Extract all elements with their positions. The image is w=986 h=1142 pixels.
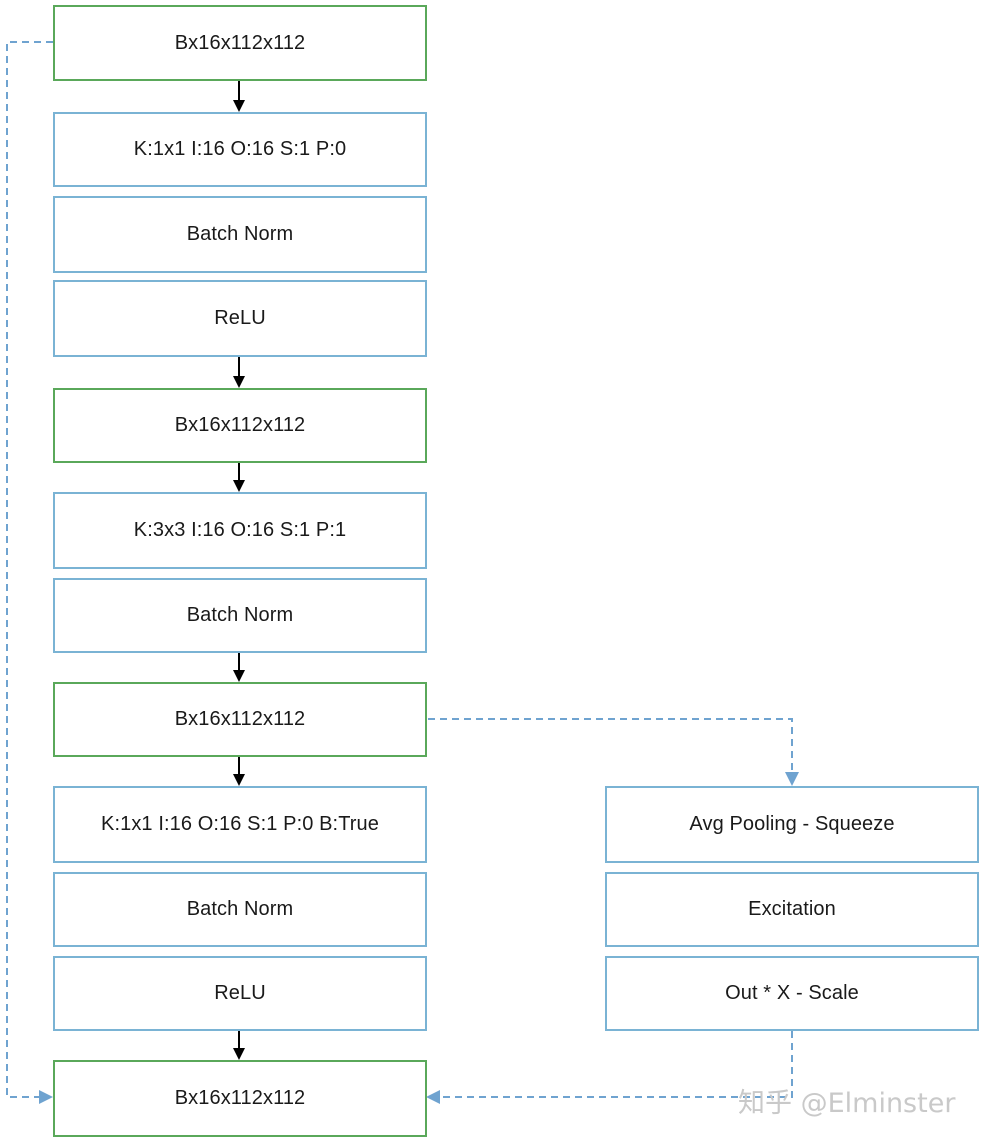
batch-norm-block-b: Batch Norm xyxy=(53,578,427,653)
batch-norm-block-c: Batch Norm xyxy=(53,872,427,947)
relu-block-a: ReLU xyxy=(53,280,427,357)
conv-block-label: K:1x1 I:16 O:16 S:1 P:0 B:True xyxy=(101,813,379,835)
residual-skip-connection xyxy=(6,41,53,1104)
se-excitation-label: Excitation xyxy=(748,898,836,920)
tensor-block-output: Bx16x112x112 xyxy=(53,1060,427,1137)
conv-block-label: K:3x3 I:16 O:16 S:1 P:1 xyxy=(133,519,347,541)
se-excitation-block: Excitation xyxy=(605,872,979,947)
relu-block-b: ReLU xyxy=(53,956,427,1031)
conv-block-3x3: K:3x3 I:16 O:16 S:1 P:1 xyxy=(53,492,427,569)
tensor-block-label: Bx16x112x112 xyxy=(174,1087,306,1109)
batch-norm-label: Batch Norm xyxy=(186,898,294,920)
conv-block-1x1-a: K:1x1 I:16 O:16 S:1 P:0 xyxy=(53,112,427,187)
batch-norm-label: Batch Norm xyxy=(186,604,294,626)
relu-label: ReLU xyxy=(214,982,266,1004)
se-branch-output-connection xyxy=(426,1031,793,1104)
se-squeeze-block: Avg Pooling - Squeeze xyxy=(605,786,979,863)
tensor-block-label: Bx16x112x112 xyxy=(174,31,306,54)
tensor-block-mid-a: Bx16x112x112 xyxy=(53,388,427,463)
conv-block-1x1-b: K:1x1 I:16 O:16 S:1 P:0 B:True xyxy=(53,786,427,863)
se-scale-label: Out * X - Scale xyxy=(725,982,859,1004)
se-squeeze-label: Avg Pooling - Squeeze xyxy=(689,813,895,835)
se-scale-block: Out * X - Scale xyxy=(605,956,979,1031)
batch-norm-block-a: Batch Norm xyxy=(53,196,427,273)
watermark-text: 知乎 @Elminster xyxy=(738,1088,956,1119)
se-branch-input-connection xyxy=(428,718,799,786)
conv-block-label: K:1x1 I:16 O:16 S:1 P:0 xyxy=(133,138,347,160)
tensor-block-label: Bx16x112x112 xyxy=(174,708,306,730)
tensor-block-mid-b: Bx16x112x112 xyxy=(53,682,427,757)
tensor-block-input: Bx16x112x112 xyxy=(53,5,427,81)
batch-norm-label: Batch Norm xyxy=(186,223,294,245)
tensor-block-label: Bx16x112x112 xyxy=(174,414,306,436)
relu-label: ReLU xyxy=(214,307,266,329)
